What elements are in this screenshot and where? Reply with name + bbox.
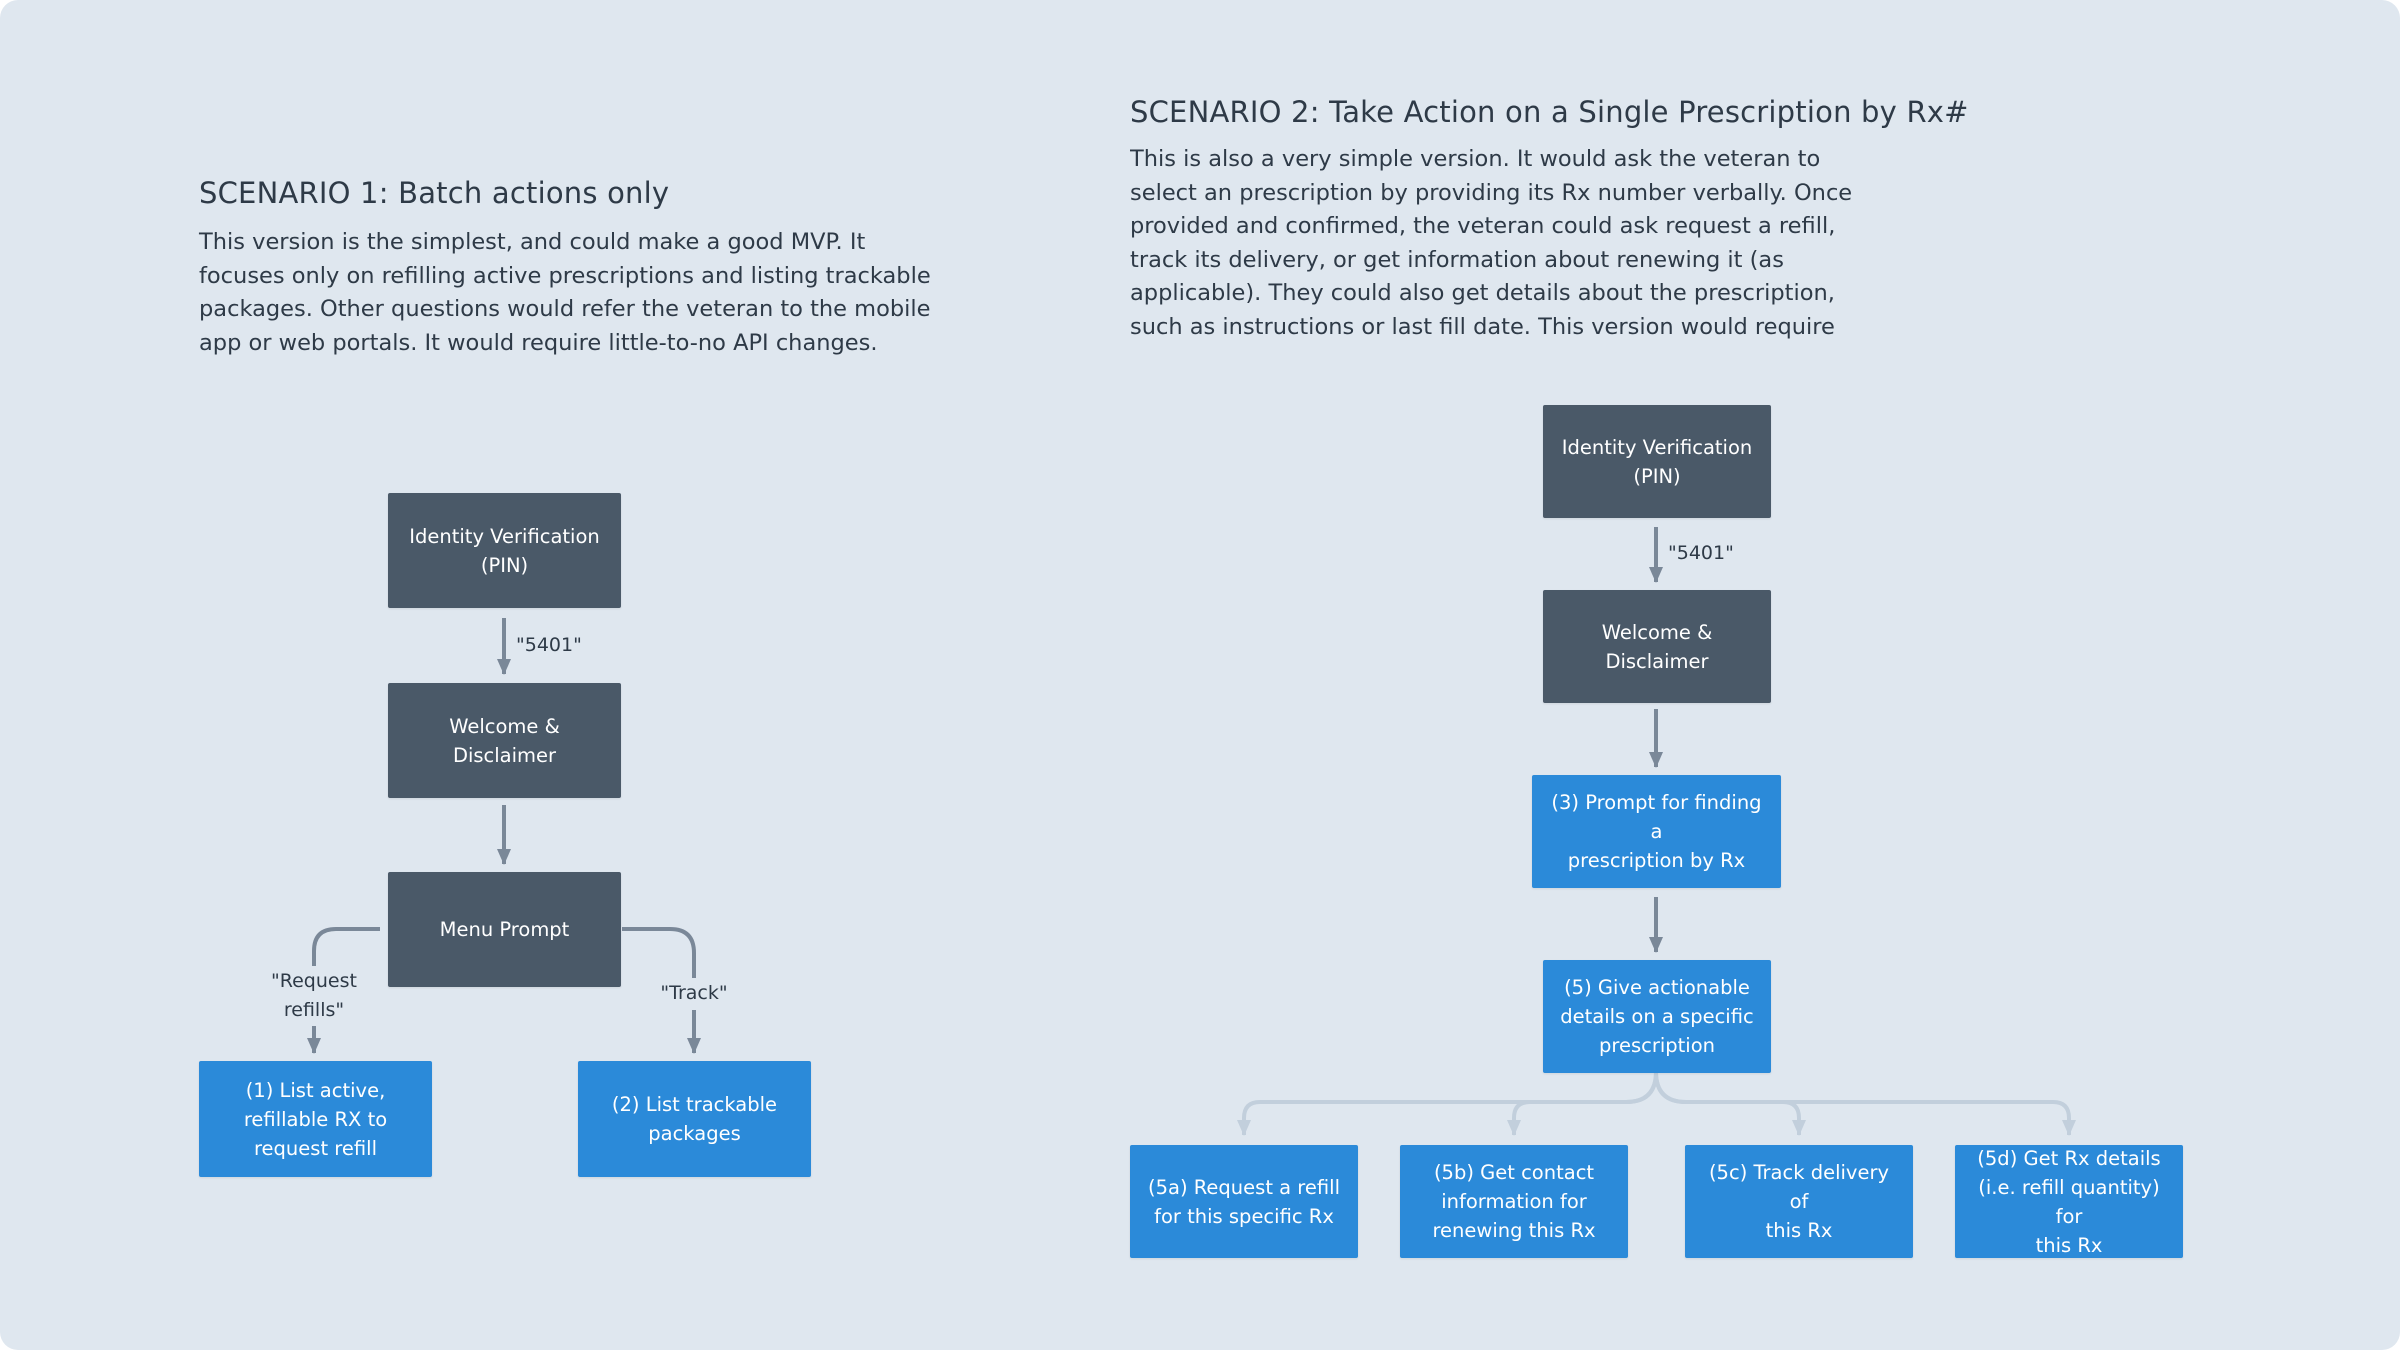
- s1-pin-edge-label: "5401": [516, 634, 582, 656]
- s2-request-refill-node: (5a) Request a refill for this specific …: [1130, 1145, 1358, 1258]
- s2-rx-details-node: (5d) Get Rx details (i.e. refill quantit…: [1955, 1145, 2183, 1258]
- s1-arrow-menu-to-request-label: [312, 927, 380, 966]
- s2-branch-to-5d: [1654, 1071, 2076, 1136]
- s2-prompt-rx-node: (3) Prompt for finding a prescription by…: [1532, 775, 1781, 888]
- s1-identity-verification-node: Identity Verification (PIN): [388, 493, 621, 608]
- s2-actionable-details-node: (5) Give actionable details on a specifi…: [1543, 960, 1771, 1073]
- s2-welcome-disclaimer-node: Welcome & Disclaimer: [1543, 590, 1771, 703]
- s1-list-trackable-node: (2) List trackable packages: [578, 1061, 811, 1177]
- s2-branch-to-5b: [1507, 1071, 1658, 1136]
- s2-track-delivery-node: (5c) Track delivery of this Rx: [1685, 1145, 1913, 1258]
- s1-request-refills-edge-label: "Request refills": [271, 970, 357, 1021]
- scenario1-title: SCENARIO 1: Batch actions only: [199, 176, 670, 210]
- scenario1-description: This version is the simplest, and could …: [199, 229, 931, 356]
- scenario2-title: SCENARIO 2: Take Action on a Single Pres…: [1130, 95, 1969, 129]
- s2-contact-info-node: (5b) Get contact information for renewin…: [1400, 1145, 1628, 1258]
- s1-welcome-disclaimer-node: Welcome & Disclaimer: [388, 683, 621, 798]
- scenario2-description: This is also a very simple version. It w…: [1130, 146, 1853, 340]
- s1-arrow-menu-to-track-label: [622, 927, 696, 978]
- s2-pin-edge-label: "5401": [1668, 542, 1734, 564]
- s1-menu-prompt-node: Menu Prompt: [388, 872, 621, 987]
- s1-list-refillable-node: (1) List active, refillable RX to reques…: [199, 1061, 432, 1177]
- s1-track-edge-label: "Track": [660, 982, 728, 1004]
- s2-identity-verification-node: Identity Verification (PIN): [1543, 405, 1771, 518]
